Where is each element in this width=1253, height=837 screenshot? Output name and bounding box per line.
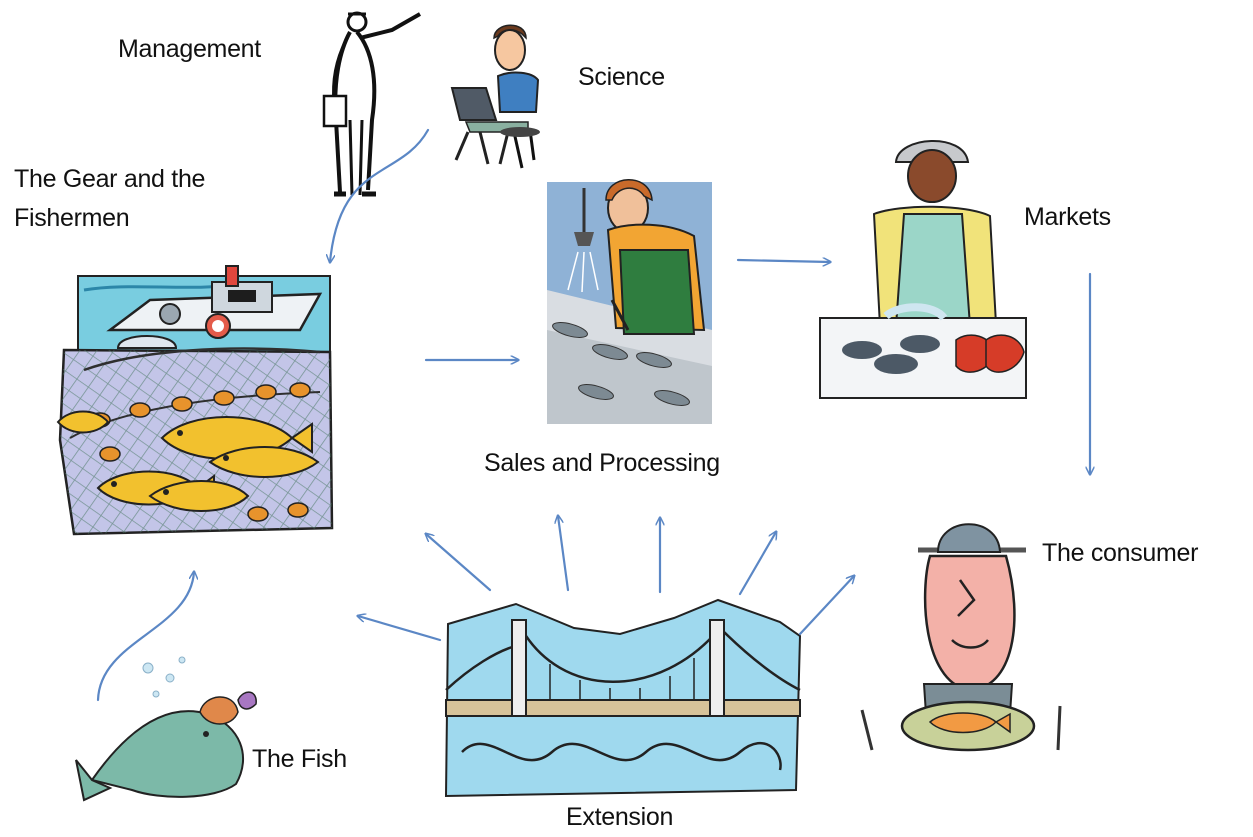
arrow-fish-to-gear (96, 572, 194, 702)
fishing-boat-and-net-icon (56, 265, 334, 536)
flow-arrows (96, 128, 1090, 702)
label-gear-line1: The Gear and the (14, 165, 206, 193)
label-the-consumer: The consumer (1042, 539, 1199, 567)
fish-market-vendor-icon (819, 140, 1027, 399)
label-markets: Markets (1024, 203, 1111, 231)
arrow-sales-to-markets (736, 260, 830, 262)
label-gear-and-fishermen: The Gear and the Fishermen (14, 160, 205, 238)
arrow-extension-to-gear (426, 534, 492, 592)
scientist-with-laptop-icon (450, 24, 540, 169)
arrow-extension-to-sales-1 (558, 516, 570, 592)
arrow-extension-to-consumer (798, 576, 854, 636)
label-management: Management (118, 35, 261, 63)
arrow-extension-to-sales-3 (738, 532, 776, 596)
bridge-icon (444, 598, 802, 798)
label-gear-line2: Fishermen (14, 203, 130, 232)
label-the-fish: The Fish (252, 745, 347, 773)
arrow-extension-to-fish (358, 616, 442, 642)
arrow-science-to-gear (330, 128, 430, 262)
label-science: Science (578, 63, 665, 91)
label-extension: Extension (566, 803, 674, 831)
fish-processing-worker-icon (547, 179, 712, 424)
label-sales-and-processing: Sales and Processing (484, 449, 720, 477)
fish-icon (75, 656, 257, 802)
consumer-with-fish-plate-icon (860, 523, 1062, 752)
pointing-manager-icon (322, 11, 421, 197)
